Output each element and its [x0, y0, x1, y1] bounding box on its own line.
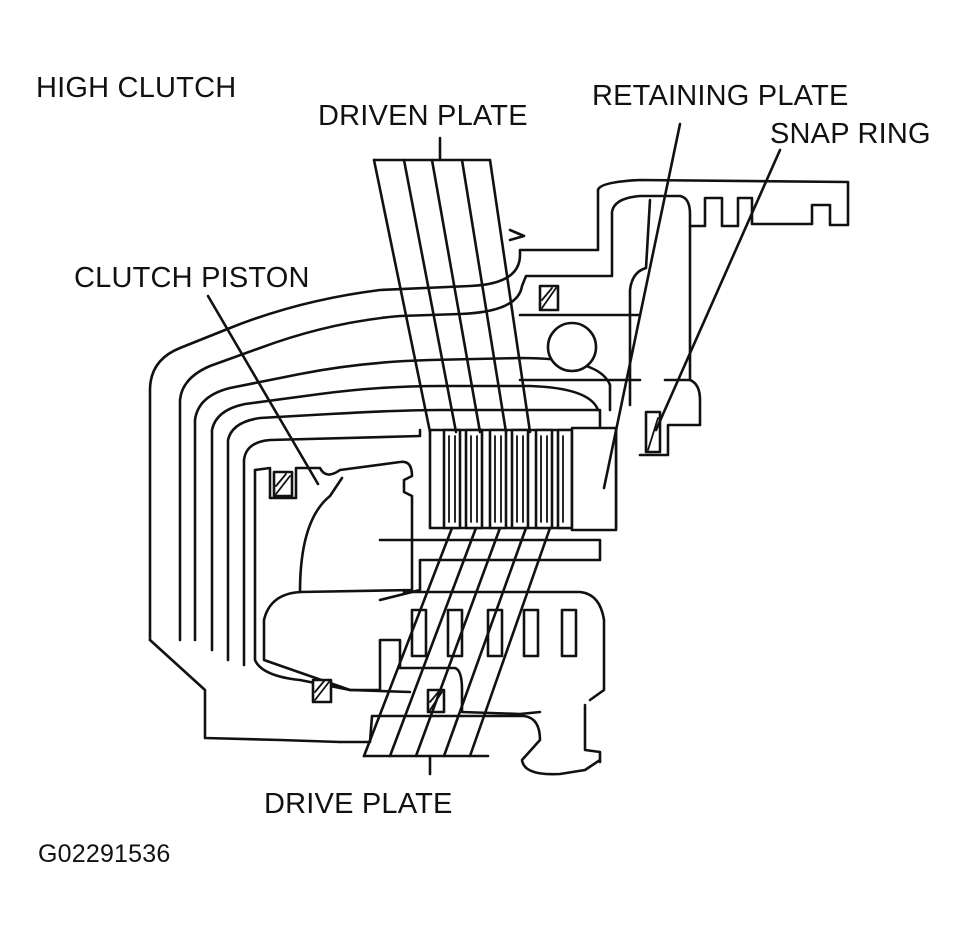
snap-ring-leader — [654, 148, 782, 432]
driven-plate-leaders — [372, 136, 532, 434]
clutch-piston — [253, 460, 414, 694]
retaining-plate-label: RETAINING PLATE — [592, 80, 849, 112]
diagram-title: HIGH CLUTCH — [36, 72, 237, 104]
retaining-plate-leader — [602, 122, 682, 490]
seals — [508, 228, 662, 454]
drive-plate-leaders — [362, 526, 552, 776]
drive-plate-label: DRIVE PLATE — [264, 788, 453, 820]
figure-code: G02291536 — [38, 840, 171, 868]
clutch-piston-label: CLUTCH PISTON — [74, 262, 310, 294]
snap-ring-label: SNAP RING — [770, 118, 931, 150]
driven-plate-label: DRIVEN PLATE — [318, 100, 528, 132]
clutch-pack — [428, 426, 618, 532]
clutch-piston-leader — [206, 294, 320, 486]
